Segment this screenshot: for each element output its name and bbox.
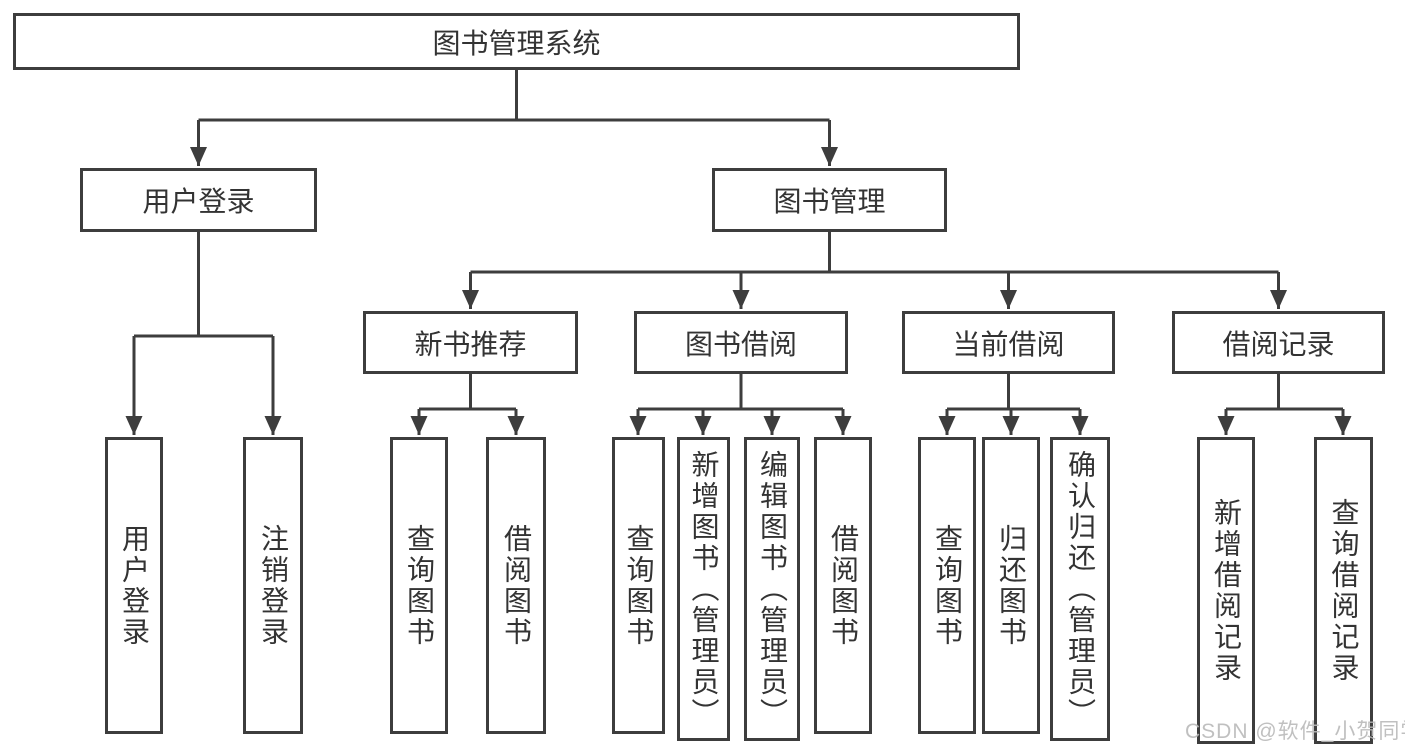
leaf-query-borrow-record: 查询借阅记录 [1314, 437, 1373, 744]
node-book-borrowing: 图书借阅 [634, 311, 848, 374]
leaf-add-books-admin: 新增图书（管理员） [677, 437, 730, 741]
node-library-management-system: 图书管理系统 [13, 13, 1020, 70]
leaf-borrow-books: 借阅图书 [814, 437, 872, 734]
leaf-user-login: 用户登录 [105, 437, 163, 734]
leaf-edit-books-admin: 编辑图书（管理员） [744, 437, 800, 741]
leaf-logout: 注销登录 [243, 437, 303, 734]
csdn-watermark: CSDN @软件_小贺同学 [1185, 720, 1405, 743]
node-new-book-recommendation: 新书推荐 [363, 311, 578, 374]
node-book-management: 图书管理 [712, 168, 947, 232]
leaf-add-borrow-record: 新增借阅记录 [1197, 437, 1255, 744]
leaf-query-books-borrowing: 查询图书 [612, 437, 665, 734]
leaf-return-books: 归还图书 [982, 437, 1040, 734]
leaf-query-books-current: 查询图书 [918, 437, 976, 734]
leaf-query-books-recommendation: 查询图书 [390, 437, 448, 734]
leaf-borrow-books-recommendation: 借阅图书 [486, 437, 546, 734]
node-user-login: 用户登录 [80, 168, 317, 232]
node-borrowing-records: 借阅记录 [1172, 311, 1385, 374]
leaf-confirm-return-admin: 确认归还（管理员） [1050, 437, 1110, 741]
node-current-borrowing: 当前借阅 [902, 311, 1115, 374]
